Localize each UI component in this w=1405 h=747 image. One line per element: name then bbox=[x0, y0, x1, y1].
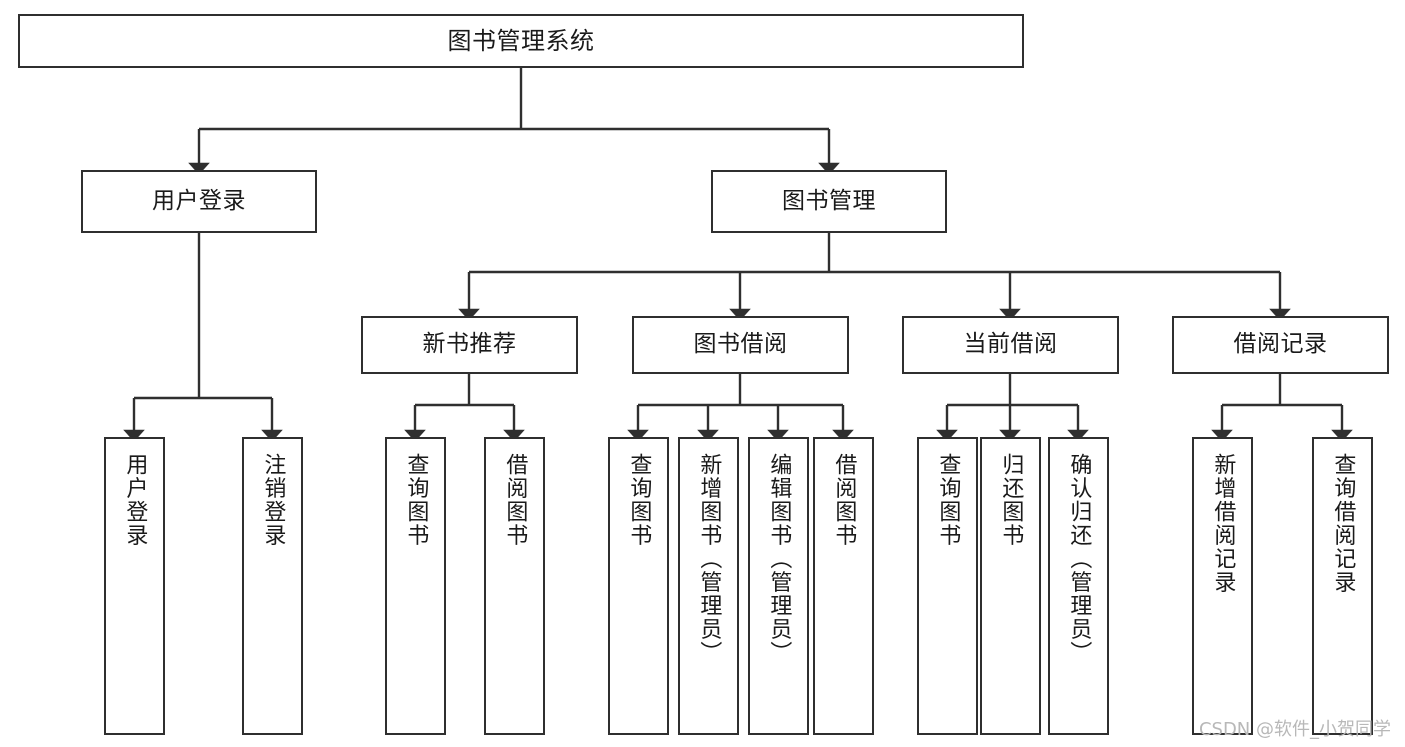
node-leaf-9[interactable]: 归还图书 bbox=[980, 437, 1041, 735]
node-leaf-8[interactable]: 查询图书 bbox=[917, 437, 978, 735]
node-leaf-0[interactable]: 用户登录 bbox=[104, 437, 165, 735]
node-label: 借阅图书 bbox=[831, 453, 857, 547]
node-level2-3[interactable]: 借阅记录 bbox=[1172, 316, 1389, 374]
node-leaf-7[interactable]: 借阅图书 bbox=[813, 437, 874, 735]
node-label: 图书管理系统 bbox=[447, 26, 595, 55]
node-label: 查询借阅记录 bbox=[1330, 453, 1356, 594]
node-label: 新增借阅记录 bbox=[1210, 453, 1236, 594]
node-leaf-4[interactable]: 查询图书 bbox=[608, 437, 669, 735]
node-level1-1[interactable]: 图书管理 bbox=[711, 170, 947, 233]
node-label: 查询图书 bbox=[626, 453, 652, 547]
node-label: 用户登录 bbox=[152, 187, 246, 214]
node-leaf-11[interactable]: 新增借阅记录 bbox=[1192, 437, 1253, 735]
node-leaf-3[interactable]: 借阅图书 bbox=[484, 437, 545, 735]
node-leaf-6[interactable]: 编辑图书（管理员） bbox=[748, 437, 809, 735]
node-label: 编辑图书（管理员） bbox=[766, 453, 792, 665]
node-leaf-12[interactable]: 查询借阅记录 bbox=[1312, 437, 1373, 735]
node-label: 新增图书（管理员） bbox=[696, 453, 722, 665]
node-root[interactable]: 图书管理系统 bbox=[18, 14, 1024, 68]
node-label: 归还图书 bbox=[998, 453, 1024, 547]
node-level2-1[interactable]: 图书借阅 bbox=[632, 316, 849, 374]
node-label: 注销登录 bbox=[260, 453, 286, 547]
node-label: 当前借阅 bbox=[963, 331, 1058, 358]
node-label: 新书推荐 bbox=[422, 331, 517, 358]
node-label: 借阅图书 bbox=[502, 453, 528, 547]
node-level2-2[interactable]: 当前借阅 bbox=[902, 316, 1119, 374]
node-leaf-1[interactable]: 注销登录 bbox=[242, 437, 303, 735]
node-label: 确认归还（管理员） bbox=[1066, 453, 1092, 665]
node-leaf-2[interactable]: 查询图书 bbox=[385, 437, 446, 735]
node-label: 图书借阅 bbox=[693, 331, 788, 358]
node-level2-0[interactable]: 新书推荐 bbox=[361, 316, 578, 374]
node-label: 用户登录 bbox=[122, 453, 148, 547]
node-label: 图书管理 bbox=[782, 187, 876, 214]
node-leaf-10[interactable]: 确认归还（管理员） bbox=[1048, 437, 1109, 735]
node-leaf-5[interactable]: 新增图书（管理员） bbox=[678, 437, 739, 735]
node-label: 查询图书 bbox=[935, 453, 961, 547]
node-level1-0[interactable]: 用户登录 bbox=[81, 170, 317, 233]
node-label: 查询图书 bbox=[403, 453, 429, 547]
node-label: 借阅记录 bbox=[1233, 331, 1328, 358]
